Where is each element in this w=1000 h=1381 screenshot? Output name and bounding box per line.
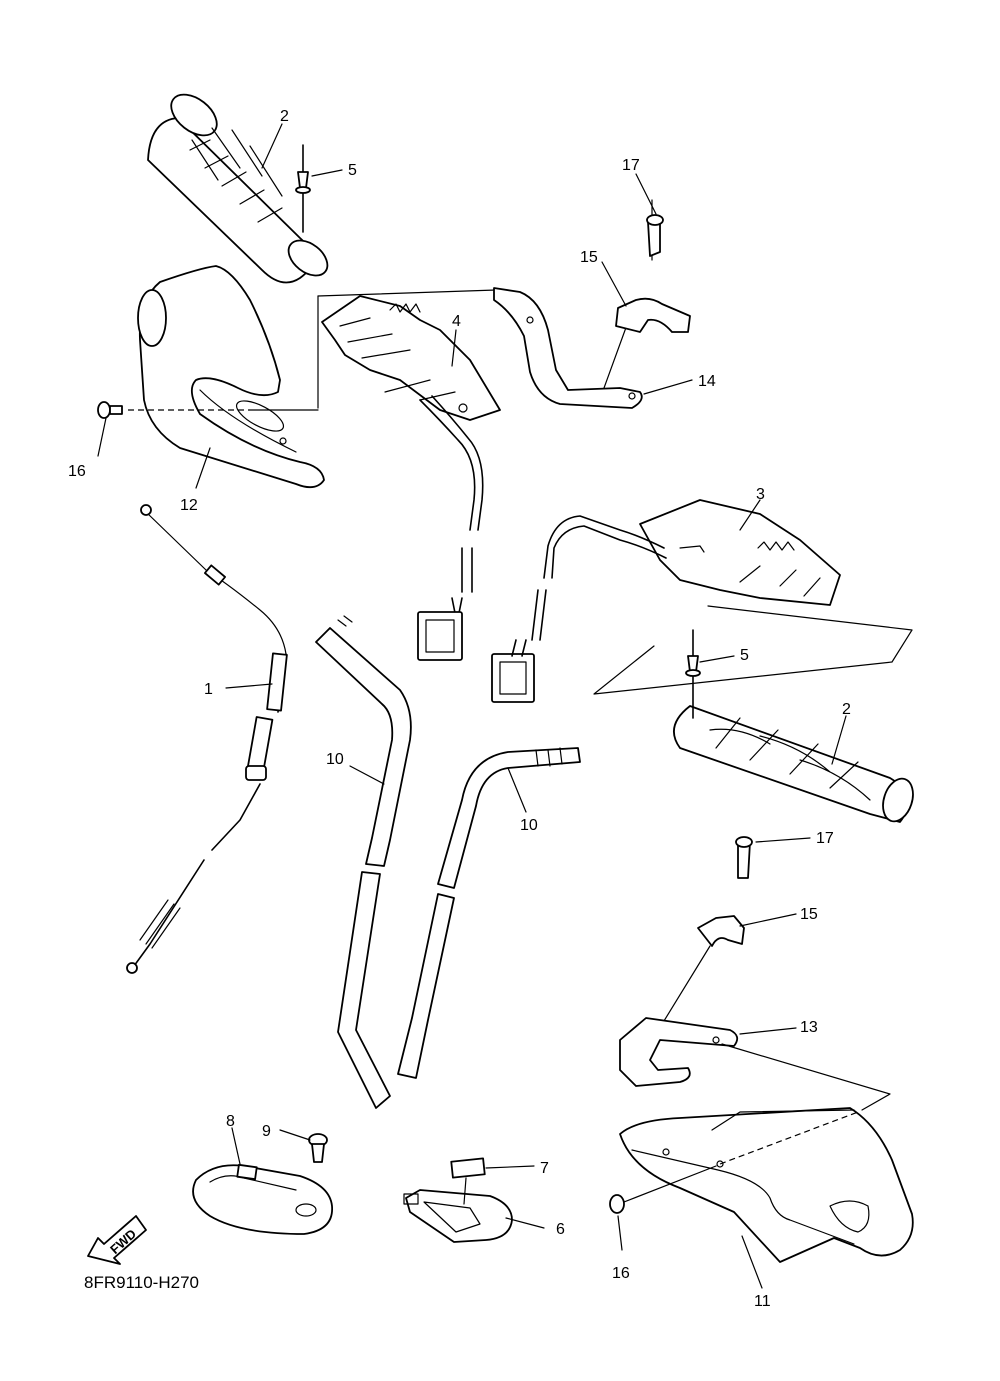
cover-11 [619,1107,914,1263]
callout-4: 4 [452,313,461,330]
callout-3: 3 [756,486,765,503]
rivet-bottom [685,629,701,719]
callout-11: 11 [754,1293,771,1310]
bracket-13 [619,1017,891,1111]
screw-16-bottom [609,1165,717,1214]
callout-15b: 15 [800,906,818,923]
callout-2a: 2 [280,108,289,125]
throttle-cable-1 [126,504,288,974]
grip-bottom [673,705,914,823]
bolt-17-bottom [735,836,753,879]
grip-handle-8 [192,1163,333,1235]
callout-12: 12 [180,497,198,514]
callout-6: 6 [556,1221,565,1238]
callout-15a: 15 [580,249,598,266]
screw-16-top [97,401,319,419]
callout-13: 13 [800,1019,818,1036]
leader-lines [97,123,847,1289]
switch-plate-4 [317,289,501,421]
switch-plate-3 [593,499,913,695]
wire-3 [491,515,667,703]
callout-5b: 5 [740,647,749,664]
callout-16b: 16 [612,1265,630,1282]
bracket-14 [493,287,643,409]
clamp-15-top [603,297,691,389]
callout-17a: 17 [622,157,640,174]
callout-9: 9 [262,1123,271,1140]
pad-7 [450,1157,486,1179]
bolt-17-top [646,199,664,261]
screw-9 [308,1133,328,1163]
grip-top [147,93,329,284]
callout-8: 8 [226,1113,235,1130]
cover-12 [137,265,325,489]
handlebar-10-right [397,747,581,1079]
callout-7: 7 [540,1160,549,1177]
callout-14: 14 [698,373,716,390]
callout-labels: 2 5 17 15 4 14 16 12 3 1 5 2 10 10 17 15… [68,108,851,1310]
callout-10a: 10 [326,751,344,768]
callout-16a: 16 [68,463,86,480]
handlebar-10-left [315,615,412,1109]
wire-4 [417,395,484,661]
diagram-code: 8FR9110-H270 [84,1273,199,1292]
callout-1: 1 [204,681,213,698]
callout-2b: 2 [842,701,851,718]
rivet-top [295,144,311,233]
callout-17b: 17 [816,830,834,847]
callout-10b: 10 [520,817,538,834]
fwd-arrow-icon: FWD [87,1215,147,1265]
callout-5a: 5 [348,162,357,179]
holder-6 [403,1177,513,1243]
